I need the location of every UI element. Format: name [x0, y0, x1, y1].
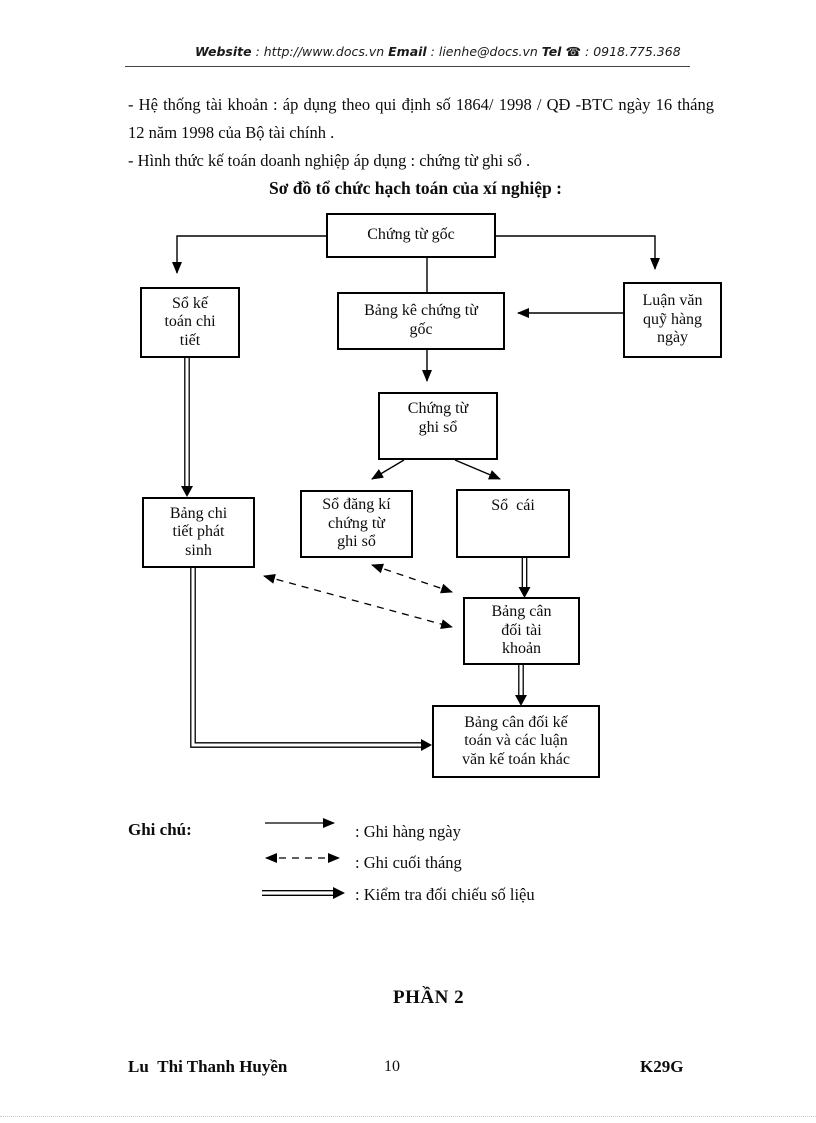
flow-box-daily-cash-journal: Luận văn quỹ hàng ngày: [623, 282, 722, 358]
legend-item-check-compare: : Kiểm tra đối chiếu số liệu: [355, 885, 535, 904]
header-email-label: Email: [388, 44, 427, 59]
flow-box-detail-arising-sheet: Bảng chi tiết phát sinh: [142, 497, 255, 568]
double-arrow-trial-balance-to-balance-sheet: [515, 665, 527, 706]
legend-item-month-end: : Ghi cuối tháng: [355, 853, 462, 872]
arrow-source-doc-to-cash-journal: [496, 235, 660, 270]
header-website-label: Website: [195, 44, 252, 59]
flow-box-label: Bảng chi tiết phát sinh: [169, 504, 228, 559]
legend-double-line-arrow: [262, 887, 345, 899]
header-email-value: : lienhe@docs.vn: [426, 44, 542, 59]
double-arrow-detail-sheet-to-balance-sheet: [190, 568, 432, 751]
dashed-arrow-register-trial-balance: [371, 563, 453, 594]
arrow-voucher-to-register: [371, 459, 405, 480]
header-divider: [125, 66, 690, 67]
footer-author: Lu Thi Thanh Huyền: [128, 1057, 288, 1076]
flow-box-label: Sổ cái: [491, 497, 535, 514]
paragraph-accounting-system: - Hệ thống tài khoản : áp dụng theo qui …: [128, 95, 714, 142]
header-website-value: : http://www.docs.vn: [251, 44, 389, 59]
flow-box-journal-voucher: Chứng từ ghi sổ: [378, 392, 498, 460]
flow-box-label: Sổ kế toán chi tiết: [164, 294, 216, 349]
flow-box-general-ledger: Sổ cái: [456, 489, 570, 558]
paragraph-accounting-form: - Hình thức kế toán doanh nghiệp áp dụng…: [128, 151, 531, 170]
phone-icon: ☎: [565, 44, 582, 59]
flow-box-label: Bảng cân đối tài khoản: [491, 603, 552, 658]
section-title: PHẦN 2: [393, 987, 465, 1008]
footer-page-number: 10: [384, 1058, 400, 1075]
flow-box-label: Chứng từ ghi sổ: [407, 400, 469, 436]
footer-class-code: K29G: [640, 1057, 684, 1076]
flow-box-source-documents: Chứng từ gốc: [326, 213, 496, 258]
double-arrow-detail-ledger-to-detail-sheet: [181, 358, 193, 497]
flow-box-label: Chứng từ gốc: [367, 226, 455, 244]
flow-box-label: Bảng cân đối kế toán và các luận văn kế …: [462, 713, 570, 768]
flow-box-balance-sheet-reports: Bảng cân đối kế toán và các luận văn kế …: [432, 705, 600, 778]
dashed-arrow-detail-sheet-trial-balance: [263, 574, 453, 629]
flow-box-label: Luận văn quỹ hàng ngày: [642, 292, 703, 347]
flow-box-voucher-register: Sổ đăng kí chứng từ ghi sổ: [300, 490, 413, 558]
page-header: Website : http://www.docs.vn Email : lie…: [195, 44, 695, 59]
flow-box-label: Bảng kê chứng từ gốc: [364, 302, 478, 338]
footer-divider: [0, 1116, 816, 1117]
arrow-voucher-to-general-ledger: [454, 459, 501, 480]
flow-box-label: Sổ đăng kí chứng từ ghi sổ: [322, 496, 391, 551]
header-tel-label: Tel: [541, 44, 562, 59]
flow-box-detail-ledger: Sổ kế toán chi tiết: [140, 287, 240, 358]
flow-box-source-doc-listing: Bảng kê chứng từ gốc: [337, 292, 505, 350]
double-arrow-general-ledger-to-trial-balance: [518, 558, 531, 598]
legend-label: Ghi chú:: [128, 820, 192, 839]
header-tel-value: : 0918.775.368: [581, 44, 681, 59]
flow-box-account-trial-balance: Bảng cân đối tài khoản: [463, 597, 580, 665]
arrow-source-doc-to-detail-ledger: [172, 235, 326, 274]
diagram-title: Sơ đồ tổ chức hạch toán của xí nghiệp :: [269, 178, 562, 198]
legend-item-daily: : Ghi hàng ngày: [355, 822, 461, 841]
